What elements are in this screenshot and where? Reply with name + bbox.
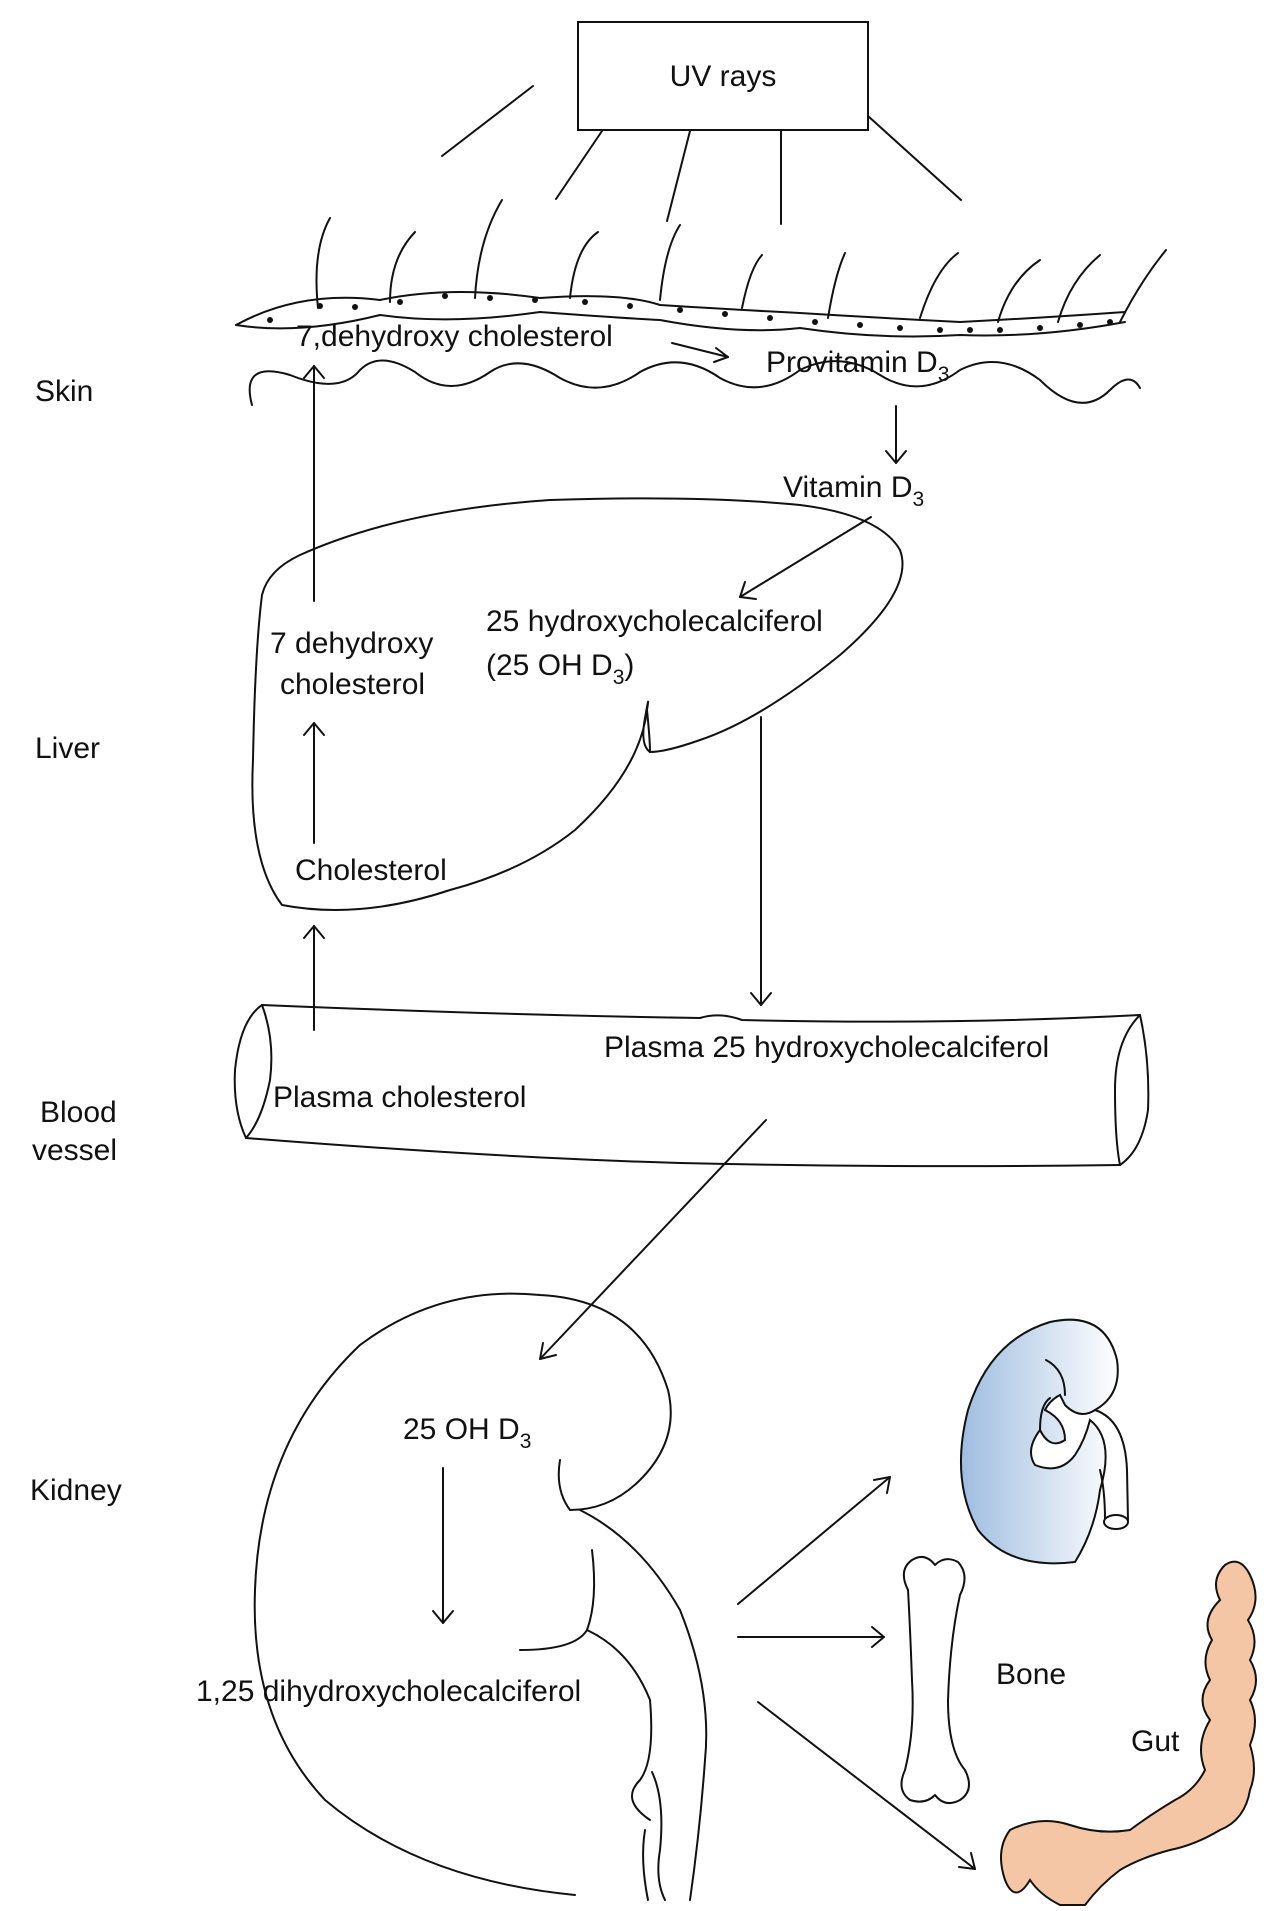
bone-icon <box>900 1555 970 1805</box>
liver-hydroxy-line1-label: 25 hydroxycholecalciferol <box>486 605 823 638</box>
skin-layer <box>235 199 1167 406</box>
kidney-dihydroxy-label: 1,25 dihydroxycholecalciferol <box>196 1675 581 1708</box>
skin-hairs <box>315 199 1167 323</box>
bone-label: Bone <box>996 1658 1066 1691</box>
liver-lobe-line <box>646 709 651 753</box>
arrow-to-gut <box>757 1701 976 1870</box>
skin-provitamin-d3-label: Provitamin D3 <box>766 346 949 386</box>
gut-icon <box>1000 1560 1257 1906</box>
uv-rays-label: UV rays <box>670 60 777 93</box>
small-kidney-icon <box>959 1318 1129 1565</box>
gut-label: Gut <box>1131 1725 1180 1758</box>
arrow-to-small-kidney <box>737 1476 891 1605</box>
region-blood-label: Blood <box>40 1096 117 1129</box>
vitamin-d3-label: Vitamin D3 <box>783 471 924 511</box>
liver-7-dehydroxy-label: 7 dehydroxy <box>270 627 433 660</box>
liver-cholesterol-line2-label: cholesterol <box>280 668 425 701</box>
blood-vessel <box>233 1004 1150 1168</box>
uv-rays-box <box>577 21 869 131</box>
liver-hydroxy-line2-label: (25 OH D3) <box>486 649 634 689</box>
skin-cell-nuclei <box>267 293 1113 333</box>
uv-ray-lines <box>441 85 962 225</box>
arrow-dehydro-to-provitamin <box>671 342 729 358</box>
liver-cholesterol-label: Cholesterol <box>295 854 447 887</box>
region-skin-label: Skin <box>35 375 93 408</box>
uv-rays-group: UV rays <box>441 21 962 225</box>
arrow-vitamin-to-liver <box>739 516 872 598</box>
skin-cell-strip <box>235 290 1126 338</box>
kidney-25-oh-d3-label: 25 OH D3 <box>403 1413 531 1453</box>
skin-wavy-line <box>248 359 1141 406</box>
vessel-plasma-hydroxy-label: Plasma 25 hydroxycholecalciferol <box>604 1031 1049 1064</box>
vessel-plasma-cholesterol-label: Plasma cholesterol <box>273 1081 526 1114</box>
region-vessel-label: vessel <box>32 1134 117 1167</box>
arrow-vessel-to-kidney <box>539 1119 767 1360</box>
kidney-outline <box>253 1292 708 1901</box>
skin-7-dehydroxy-cholesterol-label: 7,dehydroxy cholesterol <box>296 320 613 353</box>
region-kidney-label: Kidney <box>30 1474 122 1507</box>
liver-outline <box>251 497 904 911</box>
region-liver-label: Liver <box>35 732 100 765</box>
